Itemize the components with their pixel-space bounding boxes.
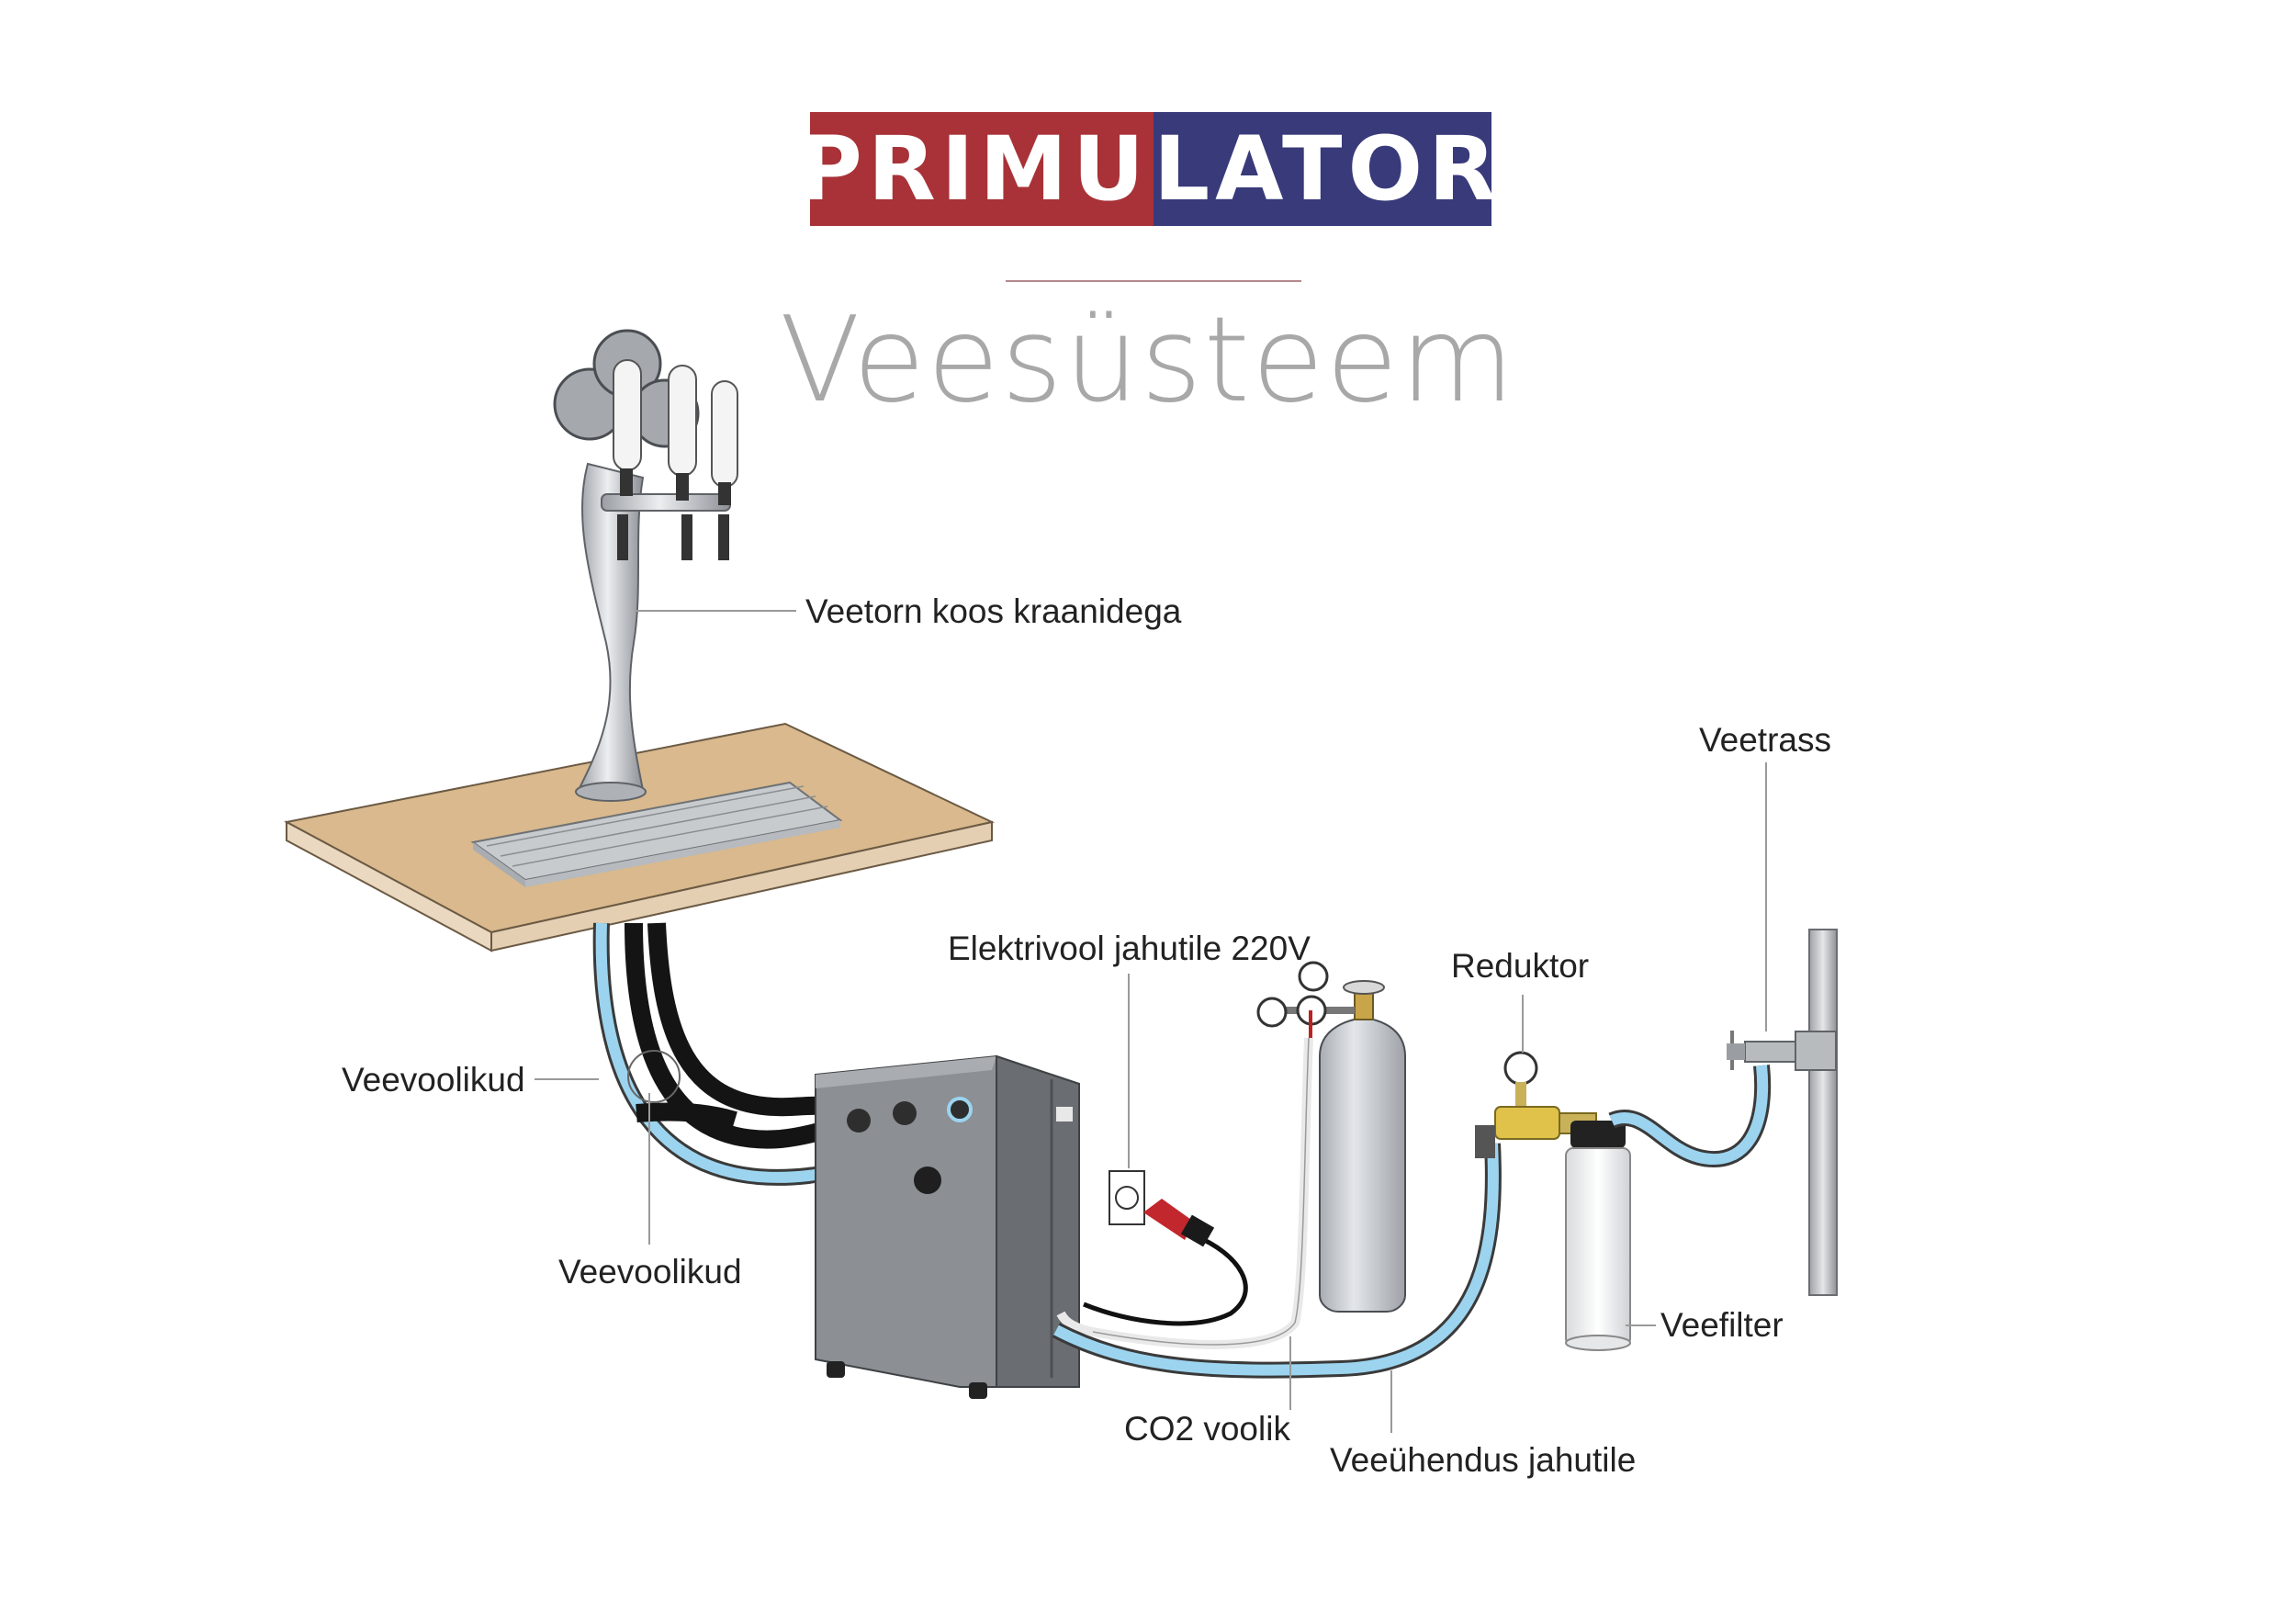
water-filter (1565, 1121, 1631, 1351)
label-water-filter: Veefilter (1660, 1306, 1784, 1344)
power-outlet (1109, 1170, 1145, 1225)
co2-cylinder (1319, 980, 1406, 1313)
title-divider (1006, 280, 1301, 282)
water-main-pipe (1727, 929, 1838, 1296)
logo-right-block: LATOR (1154, 112, 1496, 226)
label-reducer: Reduktor (1451, 947, 1589, 985)
drip-tray (470, 781, 843, 887)
label-hoses-left: Veevoolikud (342, 1061, 525, 1099)
label-water-main: Veetrass (1699, 721, 1831, 759)
logo-text-part2: LATOR (1154, 118, 1503, 220)
logo-left-block: PRIMU (798, 112, 1154, 226)
water-cooler-unit (815, 1054, 1080, 1399)
logo-text-part1: PRIMU (797, 118, 1150, 220)
co2-hose (1056, 1037, 1313, 1349)
power-cable (1083, 1199, 1248, 1326)
beer-tower (553, 329, 738, 802)
co2-regulator (1256, 961, 1355, 1038)
label-beer-tower: Veetorn koos kraanidega (805, 592, 1182, 630)
label-co2-hose: CO2 voolik (1124, 1410, 1290, 1448)
label-power: Elektrivool jahutile 220V (948, 930, 1311, 967)
brand-logo: PRIMU LATOR (798, 112, 1496, 226)
label-water-connection: Veeühendus jahutile (1330, 1441, 1636, 1479)
leader-lines (535, 610, 1767, 1433)
label-hoses-bottom: Veevoolikud (558, 1253, 742, 1291)
page-title: Veesüsteem (780, 292, 1516, 429)
